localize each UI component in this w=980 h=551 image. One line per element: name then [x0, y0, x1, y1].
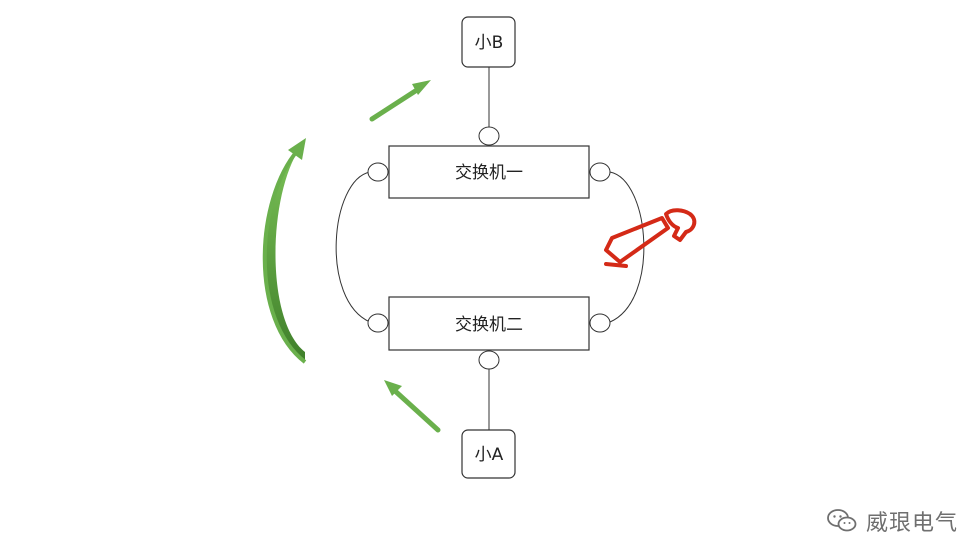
switch-one-top-port [478, 126, 500, 146]
host-b-label: 小B [475, 33, 504, 53]
switch-one-box [388, 145, 590, 199]
host-b-box [461, 16, 516, 68]
left-ring-cable [335, 171, 371, 323]
watermark-brand-text: 威珢电气 [865, 511, 958, 536]
right-ring-cable [609, 171, 645, 323]
traffic-arrow-curve-icon [262, 138, 307, 364]
switch-two-box [388, 296, 590, 351]
switch-one-left-port [367, 162, 389, 182]
watermark: 威珢电气 [826, 505, 958, 537]
traffic-arrow-top-icon [369, 80, 431, 122]
switch-two-label: 交换机二 [455, 315, 523, 335]
switch-two-right-port [589, 313, 611, 333]
switch-one-label: 交换机一 [455, 163, 523, 183]
host-a-box [461, 429, 516, 479]
switch-two-left-port [367, 313, 389, 333]
host-a-label: 小A [475, 445, 504, 465]
switch-two-bottom-port [478, 350, 500, 370]
traffic-arrow-bottom-icon [384, 380, 441, 433]
switch-one-right-port [589, 162, 611, 182]
wechat-icon [827, 509, 857, 532]
link-fault-marker-icon [604, 208, 697, 268]
